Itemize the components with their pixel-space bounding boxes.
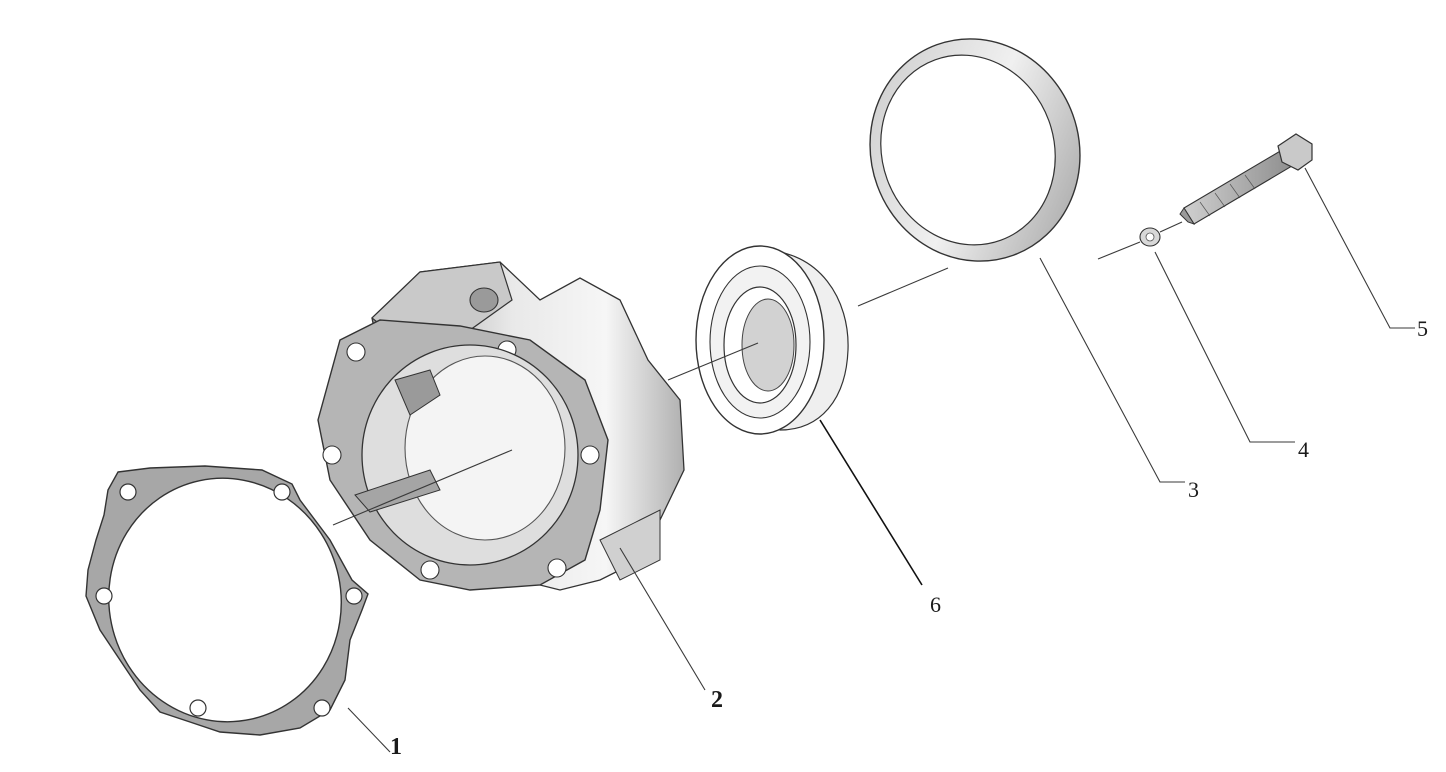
seal-ring-part [869,38,1081,262]
callout-label-2: 2 [711,687,723,713]
callout-label-1: 1 [390,734,402,760]
callout-label-3: 3 [1188,477,1199,502]
gasket-part [85,465,369,736]
callout-labels: 1 2 3 4 5 6 [390,316,1428,760]
washer-part [1139,227,1161,247]
housing-part [317,261,685,591]
callout-label-5: 5 [1417,316,1428,341]
bolt-part [1179,133,1313,225]
callout-label-4: 4 [1298,437,1309,462]
leader-lines [347,167,1415,753]
callout-label-6: 6 [930,592,941,617]
assembly-axis-lines [332,221,1183,526]
bearing-part [695,245,849,435]
